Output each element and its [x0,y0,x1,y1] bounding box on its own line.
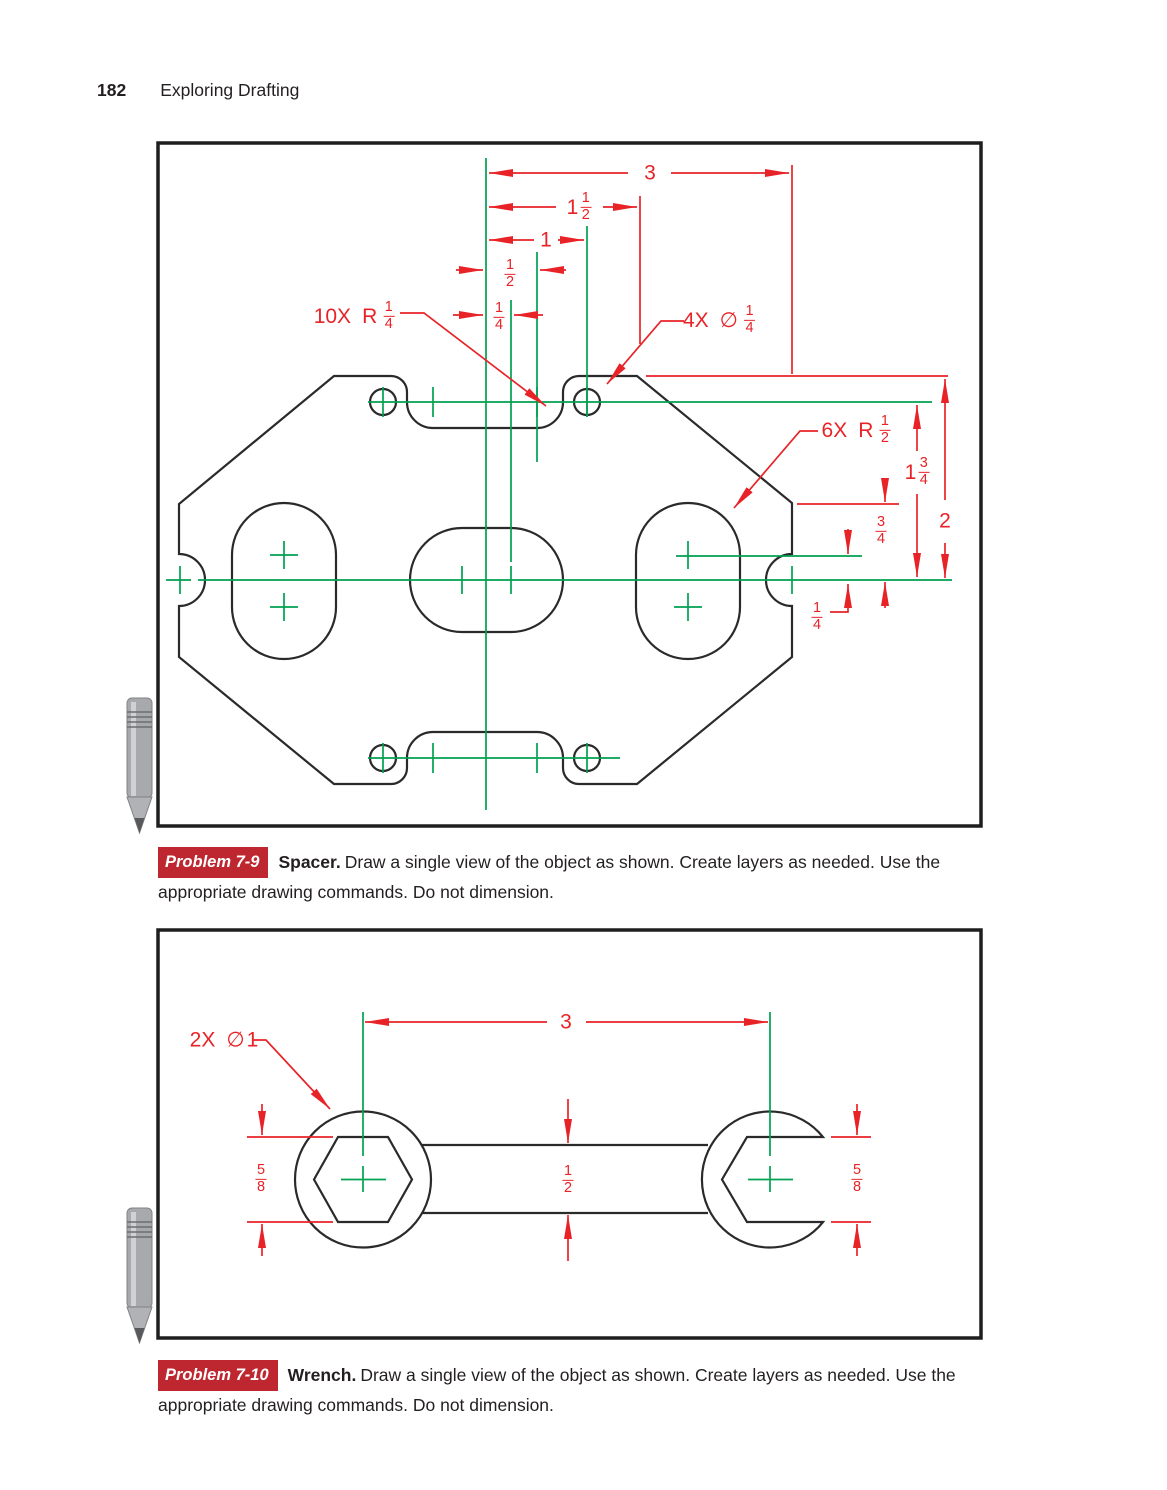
note-wrench-hole: 2X∅1 [189,1028,259,1052]
spacer-left-slot [230,501,338,661]
dim-half-height: 2 [936,509,954,533]
spacer-centerlines [166,158,952,810]
pencil-icon [126,697,153,835]
spacer-right-slot [634,501,742,661]
page-title: Exploring Drafting [160,80,300,100]
wrench-dimensions [247,1018,871,1261]
problem-badge: Problem 7-9 [158,846,269,878]
caption-text: Draw a single view of the object as show… [158,1364,956,1415]
page-header: 182 Exploring Drafting [97,80,299,101]
page-number: 182 [97,80,127,100]
wrench-open-end [700,1110,826,1249]
pencil-icon [126,1207,153,1345]
caption-title: Spacer. [278,851,341,872]
caption-title: Wrench. [287,1364,357,1385]
caption-text: Draw a single view of the object as show… [158,851,941,902]
caption-problem-7-10: Problem 7-10 Wrench.Draw a single view of… [158,1359,994,1418]
spacer-dimensions [400,165,949,613]
dim-overall-width: 3 [641,161,659,185]
dim-width-to-hole: 1 [537,228,555,252]
caption-problem-7-9: Problem 7-9 Spacer.Draw a single view of … [158,846,994,905]
dim-center-distance: 3 [557,1010,575,1034]
wrench-centerlines [341,1012,793,1192]
problem-badge: Problem 7-10 [158,1359,278,1391]
